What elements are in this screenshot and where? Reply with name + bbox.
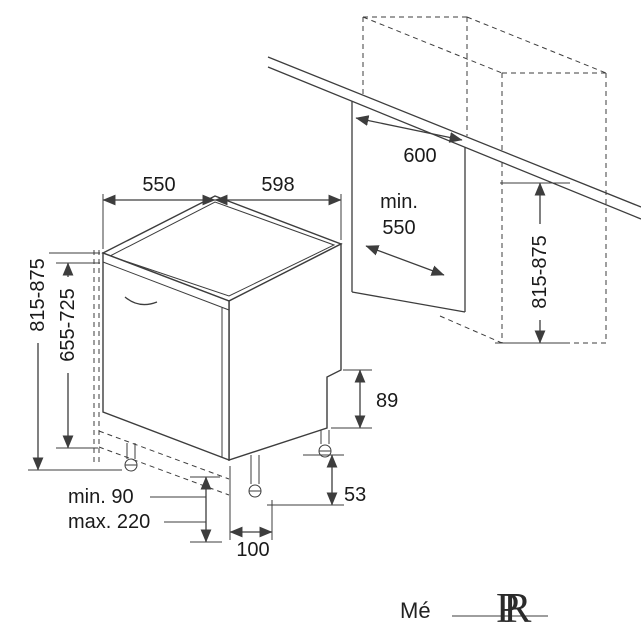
countertop-edge-top [267, 56, 641, 208]
rear-foot [318, 430, 332, 458]
dim-appliance-height-label: 815-875 [27, 258, 49, 331]
niche-dashed-outline [362, 16, 607, 344]
dim-top-width-label: 598 [261, 174, 294, 196]
dimension-arrow [355, 115, 463, 143]
dim-top-width: 598 [214, 174, 342, 240]
countertop-edge-bottom [267, 66, 641, 220]
label-mask [57, 277, 79, 373]
niche-top-left-edge [362, 16, 503, 74]
dim-appliance-height: 815-875 [27, 247, 122, 471]
dim-foot-height: 53 [267, 454, 366, 506]
dim-panel-height-label: 655-725 [57, 288, 79, 361]
dim-niche-min-word: min. [380, 191, 418, 213]
dim-niche-height: 815-875 [495, 182, 570, 344]
niche-bottom-left-edge [439, 315, 503, 344]
door-handle [124, 296, 158, 306]
label-mask [529, 224, 551, 320]
dim-plinth-max-label: max. 220 [68, 511, 150, 533]
dishwasher [93, 195, 343, 498]
niche-opening [351, 101, 466, 313]
dim-foot-height-label: 53 [344, 484, 366, 506]
dim-niche-width-label: 600 [403, 145, 436, 167]
dim-niche-width: 600 [355, 115, 463, 167]
dim-niche-min-value: 550 [382, 217, 415, 239]
dimension-arrow [365, 245, 445, 276]
dim-niche-depth-min: min. 550 [365, 191, 445, 276]
niche-opening-floor [351, 291, 466, 313]
footer: Mé PR [400, 586, 548, 632]
niche-top-right-edge [466, 16, 607, 74]
footer-caption: Mé [400, 598, 431, 623]
label-mask [27, 247, 49, 343]
dim-top-depth-label: 550 [142, 174, 175, 196]
dishwasher-top-rim [108, 201, 336, 297]
door-top-edge [102, 261, 230, 311]
dim-top-depth: 550 [102, 174, 216, 249]
dim-plinth-range: min. 90 max. 220 [68, 476, 222, 543]
dim-panel-height: 655-725 [56, 262, 100, 449]
dim-rear-base-label: 89 [376, 390, 398, 412]
front-left-foot [124, 443, 138, 472]
dishwasher-front-face [102, 251, 230, 462]
dim-plinth-min-label: min. 90 [68, 486, 134, 508]
dim-niche-height-label: 815-875 [529, 235, 551, 308]
brand-logo-monogram: PR [496, 586, 531, 632]
dim-plinth-depth: 100 [229, 466, 273, 561]
front-right-foot [248, 455, 262, 498]
dim-plinth-depth-label: 100 [236, 539, 269, 561]
dim-rear-base: 89 [331, 369, 398, 429]
